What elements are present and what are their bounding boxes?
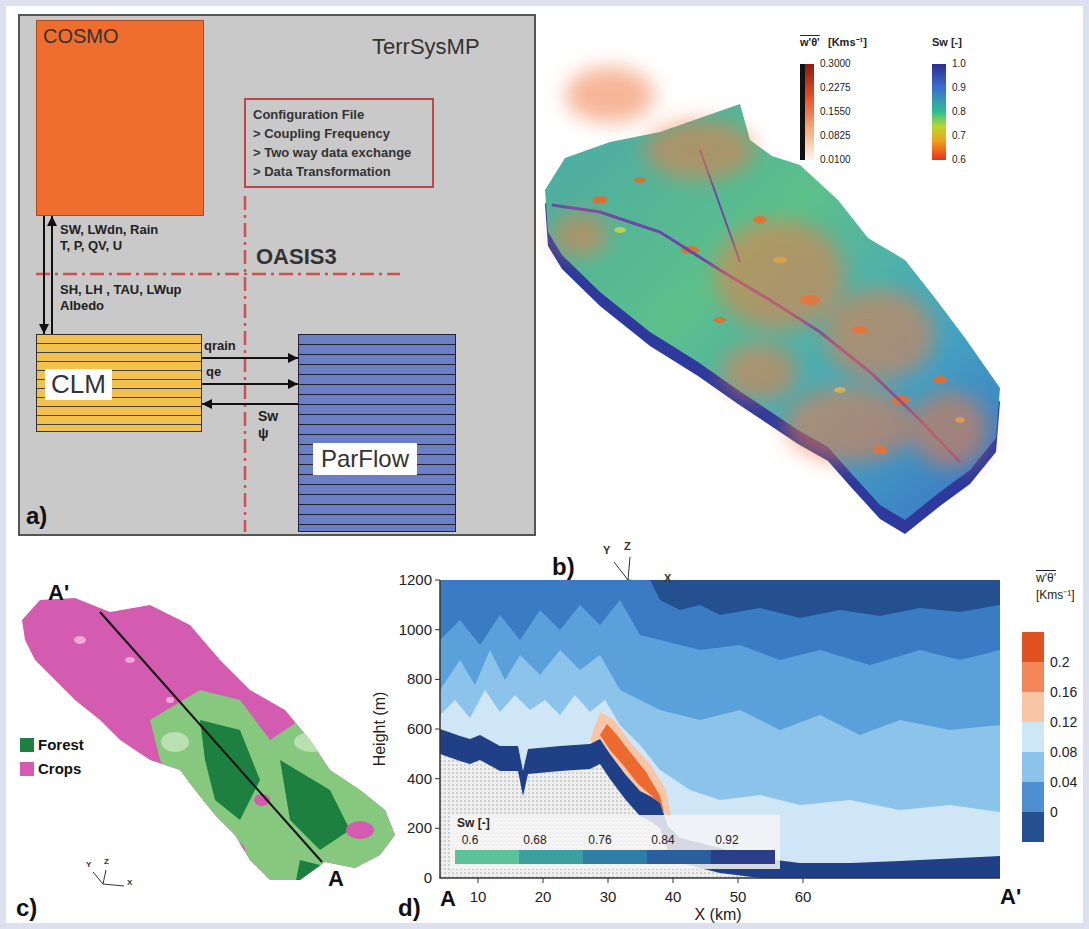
figure-label: 10 [470, 888, 487, 905]
config-line: > Two way data exchange [253, 143, 425, 162]
figure-label: 0.7 [952, 130, 966, 142]
connector-line [202, 383, 298, 385]
figure-label: w'θ' [800, 36, 820, 49]
config-line: > Data Transformation [253, 162, 425, 181]
figure-label: 1.0 [952, 58, 966, 70]
figure-label: Sw [-] [457, 817, 490, 831]
figure-label: 0.8 [952, 106, 966, 118]
figure-label: 600 [407, 720, 432, 737]
connector [39, 216, 49, 334]
figure-label: 0.92 [715, 834, 738, 848]
figure-label: Y [86, 860, 91, 869]
model-name: CLM [45, 369, 112, 400]
connector-line [43, 216, 45, 334]
figure-label: 50 [730, 888, 747, 905]
figure-label: Y [603, 544, 610, 557]
connector [47, 216, 57, 334]
edge-label: qrain [204, 338, 236, 354]
figure-label: d) [398, 894, 421, 922]
figure-label: X [127, 878, 132, 887]
subsurface-model-box: ParFlow [298, 334, 456, 532]
figure-label: 0.9 [952, 82, 966, 94]
figure-label: OASIS3 [256, 244, 337, 269]
figure-label: 0.0825 [820, 130, 851, 142]
edge-label: SH, LH , TAU, LWup Albedo [60, 282, 200, 313]
figure-label: 20 [535, 888, 552, 905]
figure-label: 0.6 [952, 154, 966, 166]
panel-title: TerrSysMP [372, 34, 480, 60]
figure-label: 0.16 [1050, 684, 1077, 700]
figure-label: A' [1000, 884, 1021, 909]
connector [202, 399, 298, 409]
figure-label: X (km) [694, 906, 741, 924]
arrow-head [288, 379, 298, 389]
connector-line [202, 357, 298, 359]
figure-label: [Kms⁻¹] [1036, 589, 1075, 603]
arrow-head [288, 353, 298, 363]
figure-label: 0.2 [1050, 654, 1069, 670]
figure-label: A [440, 886, 456, 911]
model-name: COSMO [43, 25, 119, 48]
figure-label: A [328, 866, 344, 891]
figure-label: 0.12 [1050, 714, 1077, 730]
edge-label: Sw ψ [258, 408, 278, 442]
legend-swatch [20, 762, 34, 776]
figure-label: A' [48, 580, 69, 605]
legend-swatch [20, 738, 34, 752]
system-panel: TerrSysMP COSMO Configuration File> Coupli… [18, 14, 536, 536]
edge-label: qe [206, 364, 221, 380]
figure-label: 0.68 [523, 834, 546, 848]
config-box: Configuration File> Coupling Frequency> … [244, 98, 434, 188]
arrow-head [47, 216, 57, 226]
figure-label: 0.1550 [820, 106, 851, 118]
figure-label: a) [26, 502, 47, 530]
figure-label: Sw [-] [932, 36, 962, 49]
model-box: COSMO [36, 20, 204, 216]
figure-label: 0.6 [462, 834, 479, 848]
figure-label: 400 [407, 770, 432, 787]
config-line: > Coupling Frequency [253, 124, 425, 143]
figure-label: Z [624, 540, 631, 553]
legend-text: Crops [38, 760, 81, 777]
figure-label: 0.04 [1050, 774, 1077, 790]
figure-label: Z [104, 857, 109, 866]
figure-label: 0 [1050, 804, 1058, 820]
model-name: ParFlow [313, 443, 417, 475]
figure-label: 60 [795, 888, 812, 905]
figure-label: 0.08 [1050, 744, 1077, 760]
figure-label: 40 [665, 888, 682, 905]
figure-label: 800 [407, 671, 432, 688]
figure-label: X [664, 572, 671, 585]
figure-label: 0.0100 [820, 154, 851, 166]
figure-label: 0.76 [588, 834, 611, 848]
figure-label: 30 [600, 888, 617, 905]
figure-label: 0 [424, 869, 432, 886]
legend-text: Forest [38, 736, 84, 753]
land-model-box: CLM [36, 334, 202, 432]
connector [202, 379, 298, 389]
figure-label: 1200 [399, 571, 432, 588]
figure-label: [Kms⁻¹] [828, 36, 867, 49]
config-line: Configuration File [253, 105, 425, 124]
figure-label: b) [552, 553, 575, 581]
figure-label: 0.2275 [820, 82, 851, 94]
figure-label: 1000 [399, 621, 432, 638]
figure-label: c) [16, 894, 37, 922]
figure-label: w'θ' [1036, 572, 1056, 586]
arrow-head [39, 324, 49, 334]
connector-line [51, 216, 53, 334]
figure-label: 0.84 [651, 834, 674, 848]
connector [202, 353, 298, 363]
figure-label: Height (m) [371, 692, 389, 767]
arrow-head [202, 399, 212, 409]
figure-label: 0.3000 [820, 58, 851, 70]
figure-label: 200 [407, 820, 432, 837]
edge-label: SW, LWdn, Rain T, P, QV, U [60, 222, 168, 253]
connector-line [202, 403, 298, 405]
